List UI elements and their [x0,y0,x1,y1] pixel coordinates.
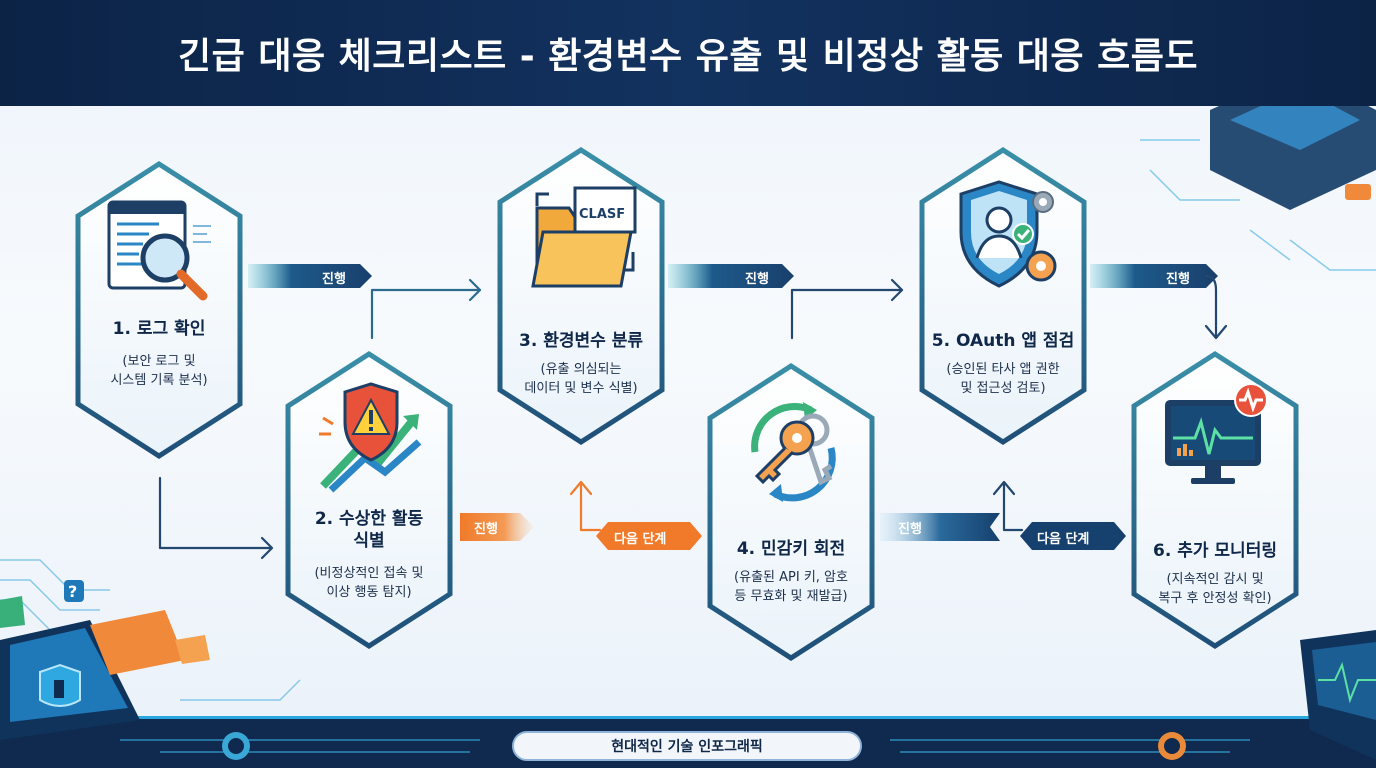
warning-shield-icon [319,382,422,493]
step-1-desc-line-1: (보안 로그 및 [122,354,196,369]
progress-ribbon-3 [668,264,794,288]
step-6-desc-line-1: (지속적인 감시 및 [1166,572,1264,587]
step-1-card: 1. 로그 확인 (보안 로그 및 시스템 기록 분석) [74,160,244,460]
step-4-desc-line-1: (유출된 API 키, 암호 [734,570,848,585]
step-4-title: 4. 민감키 회전 [736,539,846,559]
shield-user-icon [959,180,1057,288]
step-2-desc-line-1: (비정상적인 접속 및 [314,566,424,581]
next-step-label-1: 다음 단계 [614,532,667,547]
step-6-desc-line-2: 복구 후 안정성 확인) [1158,591,1272,606]
step-5-desc-line-2: 및 접근성 검토) [960,381,1046,396]
step-4-card: 4. 민감키 회전 (유출된 API 키, 암호 등 무효화 및 재발급) [706,362,876,662]
step-3-card: CLASF 3. 환경변수 분류 (유출 의심되는 데이터 및 변수 식별) [496,146,666,446]
step-2-desc-line-2: 이상 행동 탐지) [326,585,412,600]
next-step-label-2: 다음 단계 [1037,532,1090,547]
step-2-card: 2. 수상한 활동 식별 (비정상적인 접속 및 이상 행동 탐지) [284,350,454,650]
step-1-title: 1. 로그 확인 [112,319,206,339]
log-magnifier-icon [107,200,211,301]
footer-caption: 현대적인 기술 인포그래픽 [512,731,862,761]
step-5-card: 5. OAuth 앱 점검 (승인된 타사 앱 권한 및 접근성 검토) [918,146,1088,446]
step-4-desc-line-2: 등 무효화 및 재발급) [734,589,848,604]
monitor-pulse-icon [1165,383,1268,484]
step-1-desc-line-2: 시스템 기록 분석) [110,373,208,388]
step-5-title: 5. OAuth 앱 점검 [931,331,1075,351]
progress-label-3: 진행 [745,272,769,287]
page-title: 긴급 대응 체크리스트 - 환경변수 유출 및 비정상 활동 대응 흐름도 [178,36,1198,77]
progress-label-4: 진행 [898,522,922,537]
step-3-desc-line-1: (유출 의심되는 [540,362,622,377]
step-3-desc-line-2: 데이터 및 변수 식별) [524,381,638,396]
step-6-title: 6. 추가 모니터링 [1153,541,1277,561]
folder-label-text: CLASF [579,207,625,222]
step-2-title-line-1: 2. 수상한 활동 [314,509,424,529]
progress-label-2: 진행 [474,522,498,537]
progress-ribbon-5 [1090,264,1218,288]
progress-ribbon-1 [248,264,372,288]
step-3-title: 3. 환경변수 분류 [519,331,643,351]
progress-label-5: 진행 [1166,272,1190,287]
key-rotate-icon [751,402,836,502]
folder-icon: CLASF [531,186,637,288]
svg-text:?: ? [68,582,77,601]
step-6-card: 6. 추가 모니터링 (지속적인 감시 및 복구 후 안정성 확인) [1130,350,1300,650]
title-banner: 긴급 대응 체크리스트 - 환경변수 유출 및 비정상 활동 대응 흐름도 [0,0,1376,106]
step-2-title-line-2: 식별 [353,531,385,551]
step-5-desc-line-1: (승인된 타사 앱 권한 [946,362,1060,377]
progress-label-1: 진행 [322,272,346,287]
